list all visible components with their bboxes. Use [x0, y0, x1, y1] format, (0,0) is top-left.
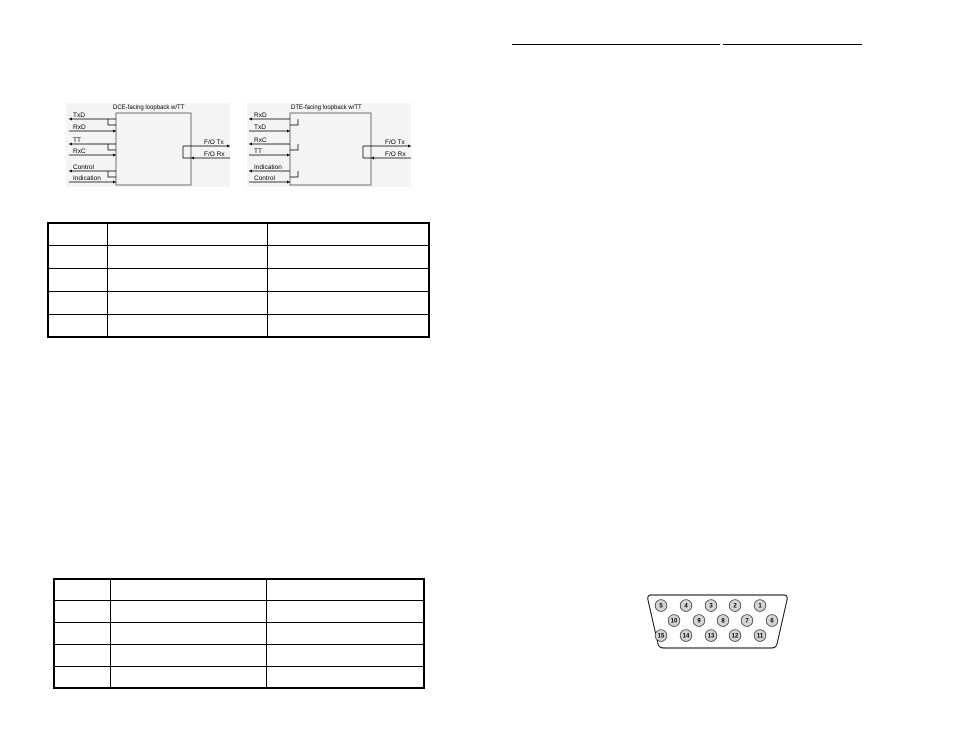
pin-label: 15 — [658, 634, 665, 640]
table-cell — [53, 599, 112, 623]
signal-label: F/O Rx — [385, 151, 406, 158]
pin-label: 7 — [745, 619, 749, 625]
signal-label: F/O Tx — [385, 139, 405, 146]
diagram-title: DTE-facing loopback w/TT — [291, 105, 362, 111]
table-row — [53, 643, 425, 667]
pin-label: 13 — [708, 634, 715, 640]
table-row — [53, 665, 425, 689]
pin-label: 11 — [757, 634, 764, 640]
table-cell — [110, 578, 268, 601]
table-cell — [53, 578, 112, 601]
table-cell — [47, 222, 109, 246]
table-row — [47, 244, 430, 269]
pin-label: 6 — [770, 619, 774, 625]
header-rule-left — [512, 44, 720, 45]
table-row — [53, 621, 425, 645]
table-cell — [107, 267, 269, 292]
table-cell — [110, 599, 268, 623]
signal-label: Indication — [73, 175, 101, 182]
pin-label: 3 — [709, 604, 713, 610]
pin-group: 5 4 3 2 1 10 9 8 7 6 — [654, 599, 779, 642]
table-row — [47, 267, 430, 292]
signal-label: TxD — [254, 124, 266, 131]
diagram-title: DCE-facing loopback w/TT — [113, 105, 185, 111]
signal-label: Control — [254, 175, 276, 182]
signal-label: TxD — [73, 112, 85, 119]
signal-label: RxD — [73, 124, 86, 131]
table-cell — [267, 290, 430, 315]
pin-row-2: 10 9 8 7 6 — [667, 614, 779, 627]
signal-label: Control — [73, 164, 95, 171]
table-cell — [266, 643, 425, 667]
table-cell — [267, 244, 430, 269]
pin-label: 14 — [683, 634, 690, 640]
db15-connector: 5 4 3 2 1 10 9 8 7 6 — [645, 592, 790, 650]
table-cell — [107, 290, 269, 315]
table-cell — [267, 267, 430, 292]
table-cell — [47, 290, 109, 315]
table-cell — [267, 313, 430, 338]
table-cell — [107, 244, 269, 269]
table-cell — [110, 621, 268, 645]
signal-label: TT — [73, 137, 81, 144]
signal-label: RxC — [73, 148, 86, 155]
table-cell — [110, 665, 268, 689]
table-row — [53, 599, 425, 623]
signal-label: F/O Rx — [204, 151, 225, 158]
pin-label: 9 — [697, 619, 701, 625]
table-cell — [107, 313, 269, 338]
table-cell — [47, 267, 109, 292]
table-cell — [266, 665, 425, 689]
signal-label: TT — [254, 148, 262, 155]
table-cell — [266, 578, 425, 601]
pin-label: 1 — [758, 604, 762, 610]
dte-loopback-diagram: DTE-facing loopback w/TT RxD TxD RxC TT … — [247, 103, 411, 187]
pin-label: 2 — [733, 604, 737, 610]
table-cell — [107, 222, 269, 246]
table-cell — [266, 599, 425, 623]
table-cell — [47, 244, 109, 269]
table-row — [47, 313, 430, 338]
table-cell — [53, 665, 112, 689]
pin-label: 10 — [671, 619, 678, 625]
table-cell — [47, 313, 109, 338]
pin-label: 5 — [659, 604, 663, 610]
pin-row-1: 5 4 3 2 1 — [654, 599, 767, 612]
bottom-table — [53, 578, 425, 689]
table-row — [47, 290, 430, 315]
signal-label: RxD — [254, 112, 267, 119]
signal-label: F/O Tx — [204, 139, 224, 146]
table-row — [47, 222, 430, 246]
pin-label: 8 — [721, 619, 725, 625]
pin-label: 4 — [684, 604, 688, 610]
pin-label: 12 — [732, 634, 739, 640]
dce-loopback-diagram: DCE-facing loopback w/TT TxD RxD TT RxC … — [66, 103, 230, 187]
signal-label: RxC — [254, 137, 267, 144]
table-cell — [266, 621, 425, 645]
table-cell — [53, 621, 112, 645]
pin-row-3: 15 14 13 12 11 — [654, 629, 767, 642]
table-cell — [267, 222, 430, 246]
table-cell — [110, 643, 268, 667]
header-rule-right — [723, 44, 862, 45]
table-row — [53, 578, 425, 601]
signal-label: Indication — [254, 164, 282, 171]
table-cell — [53, 643, 112, 667]
top-table — [47, 222, 430, 338]
